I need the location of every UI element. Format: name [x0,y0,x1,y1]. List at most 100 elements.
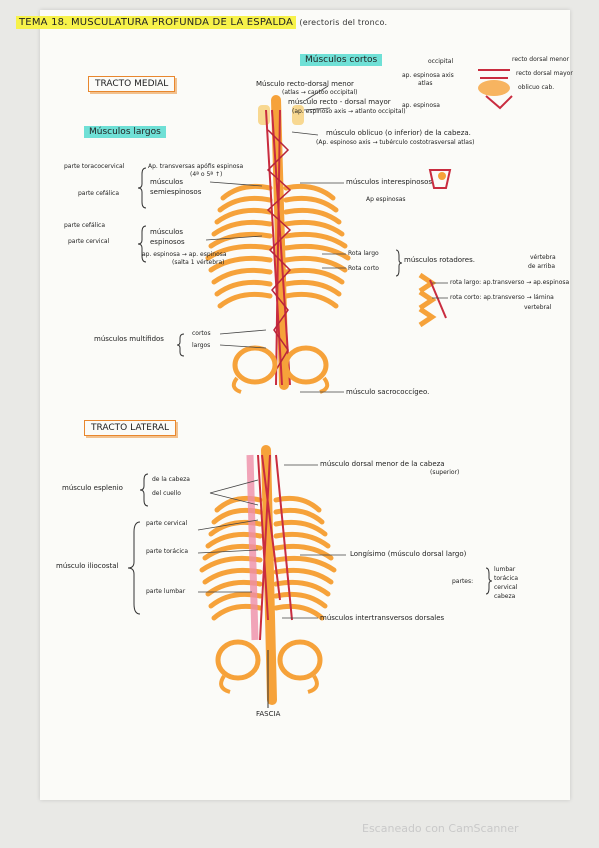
rib-l [211,219,273,237]
rib-l [214,279,273,297]
paper-sheet [40,10,570,800]
rib-r [283,207,342,225]
label-ap-esp-axis: ap. espinosa axis [402,72,454,79]
rib-r [273,543,334,561]
rib-r [283,291,339,309]
rib-l [211,507,263,525]
label-esplenio: músculo esplenio [62,484,123,492]
label-rot-corto: Rota corto [348,265,379,272]
title-subtitle: (erectoris del tronco. [299,18,388,27]
rib-r [273,519,328,537]
label-recto-menor-note: (atlas → cantoo occipital) [282,89,358,96]
rotators-inset [418,272,447,328]
label-sacrococcigeo: músculo sacrococcígeo. [346,388,430,396]
rib-l [208,231,273,249]
spine-medial [231,95,330,394]
camscanner-watermark: Escaneado con CamScanner [362,822,519,835]
label-intertransversos: músculos intertransversos dorsales [320,614,445,622]
label-iliocostal-toracica: parte torácica [146,548,189,555]
section-tracto-medial: TRACTO MEDIAL [88,76,176,92]
rib-r [273,555,337,573]
label-ap-transversas: Ap. transversas apófis espinosa [148,163,244,170]
thoracic-ribs-medial [205,183,351,309]
pointer-lines [197,85,448,619]
label-superior: (superior) [430,469,460,476]
label-atlas: atlas [418,80,433,87]
rib-r [273,591,328,609]
section-tracto-lateral: TRACTO LATERAL [84,420,177,436]
rib-l [208,255,273,273]
label-longisimo-lumbar: lumbar [494,566,516,573]
label-rot-largo: Rota largo [348,250,379,257]
label-longisimo-cabeza: cabeza [494,593,516,600]
rib-l [220,183,273,201]
label-iliocostal-cervical: parte cervical [146,520,188,527]
label-rot-largo-desc: rota largo: ap.transverso → ap.espinosa [450,279,570,286]
rib-r [283,243,351,261]
rib-r [283,279,342,297]
label-multifidos-largos: largos [192,342,211,349]
label-rot-corto-desc: rota corto: ap.transverso → lámina [450,294,554,301]
label-interespinosos: músculos interespinosos [346,178,433,186]
label-dorsal-menor: músculo dorsal menor de la cabeza [320,460,445,468]
rib-r [273,567,334,585]
label-recto-menor-small: recto dorsal menor [512,56,570,63]
rib-r [283,183,336,201]
rib-r [283,195,339,213]
label-musculos: músculos [150,178,184,186]
page-title: TEMA 18. Musculatura profunda de la espa… [16,16,388,29]
section-musculos-largos: Músculos largos [84,126,166,138]
vertebra-inset [428,169,452,189]
rib-l [214,207,273,225]
rib-r [273,531,331,549]
rib-r [273,603,325,621]
label-segment: (4ª o 5ª ↑) [190,171,223,178]
label-fascia: FASCIA [256,710,281,718]
label-partes: partes: [452,578,474,585]
suboccipital-inset [478,69,513,110]
label-de-la-cabeza: de la cabeza [152,476,190,483]
rib-r [283,231,348,249]
label-recto-mayor-note: (ap. espinoso axis → atlanto occipital) [292,108,406,115]
rib-r [283,267,345,285]
rib-l [217,195,273,213]
rib-l [217,291,273,309]
rib-r [283,219,345,237]
label-vertebra-arriba: de arriba [528,263,556,270]
label-recto-menor: Músculo recto-dorsal menor [256,80,354,88]
label-parte-cefalica-2: parte cefálica [64,222,105,229]
rib-r [273,579,331,597]
label-saltan: (salta 1 vértebra) [172,259,225,266]
label-iliocostal: músculo iliocostal [56,562,119,570]
braces [127,167,493,615]
label-recto-mayor: músculo recto - dorsal mayor [288,98,391,106]
label-ap-esp-axis-2: ap. espinosa [402,102,440,109]
label-oblicuo-note: (Ap. espinoso axis → tubérculo costotras… [316,139,475,146]
label-longisimo-toracica: torácica [494,575,519,582]
label-vertebral: vertebral [524,304,552,311]
section-musculos-cortos: Músculos cortos [300,54,383,66]
label-ap-espinosas-2: ap. espinosa → ap. espinosa [142,251,227,258]
label-longisimo: Longísimo (músculo dorsal largo) [350,550,467,558]
label-parte-cervical: parte cervical [68,238,110,245]
label-del-cuello: del cuello [152,490,181,497]
label-oblicuo: músculo oblicuo (o inferior) de la cabez… [326,129,471,137]
spine-lateral [215,445,323,708]
label-occipital: occipital [428,58,454,65]
rib-l [211,267,273,285]
label-longisimo-cervical: cervical [494,584,518,591]
label-iliocostal-lumbar: parte lumbar [146,588,186,595]
label-multifidos: músculos multífidos [94,335,164,343]
label-toracocervical: parte toracocervical [64,163,125,170]
label-rotadores: músculos rotadores. [404,256,475,264]
rib-r [283,255,348,273]
rib-r [273,495,322,513]
label-recto-mayor-small: recto dorsal mayor [516,70,573,77]
label-parte-cefalica: parte cefálica [78,190,119,197]
label-vertebra-4: vértebra [530,254,556,261]
label-semiespinosos: semiespinosos [150,188,202,196]
label-espinosos-2: espinosos [150,238,185,246]
label-oblicuo-small: oblicuo cab. [518,84,555,91]
label-multifidos-cortos: cortos [192,330,211,337]
